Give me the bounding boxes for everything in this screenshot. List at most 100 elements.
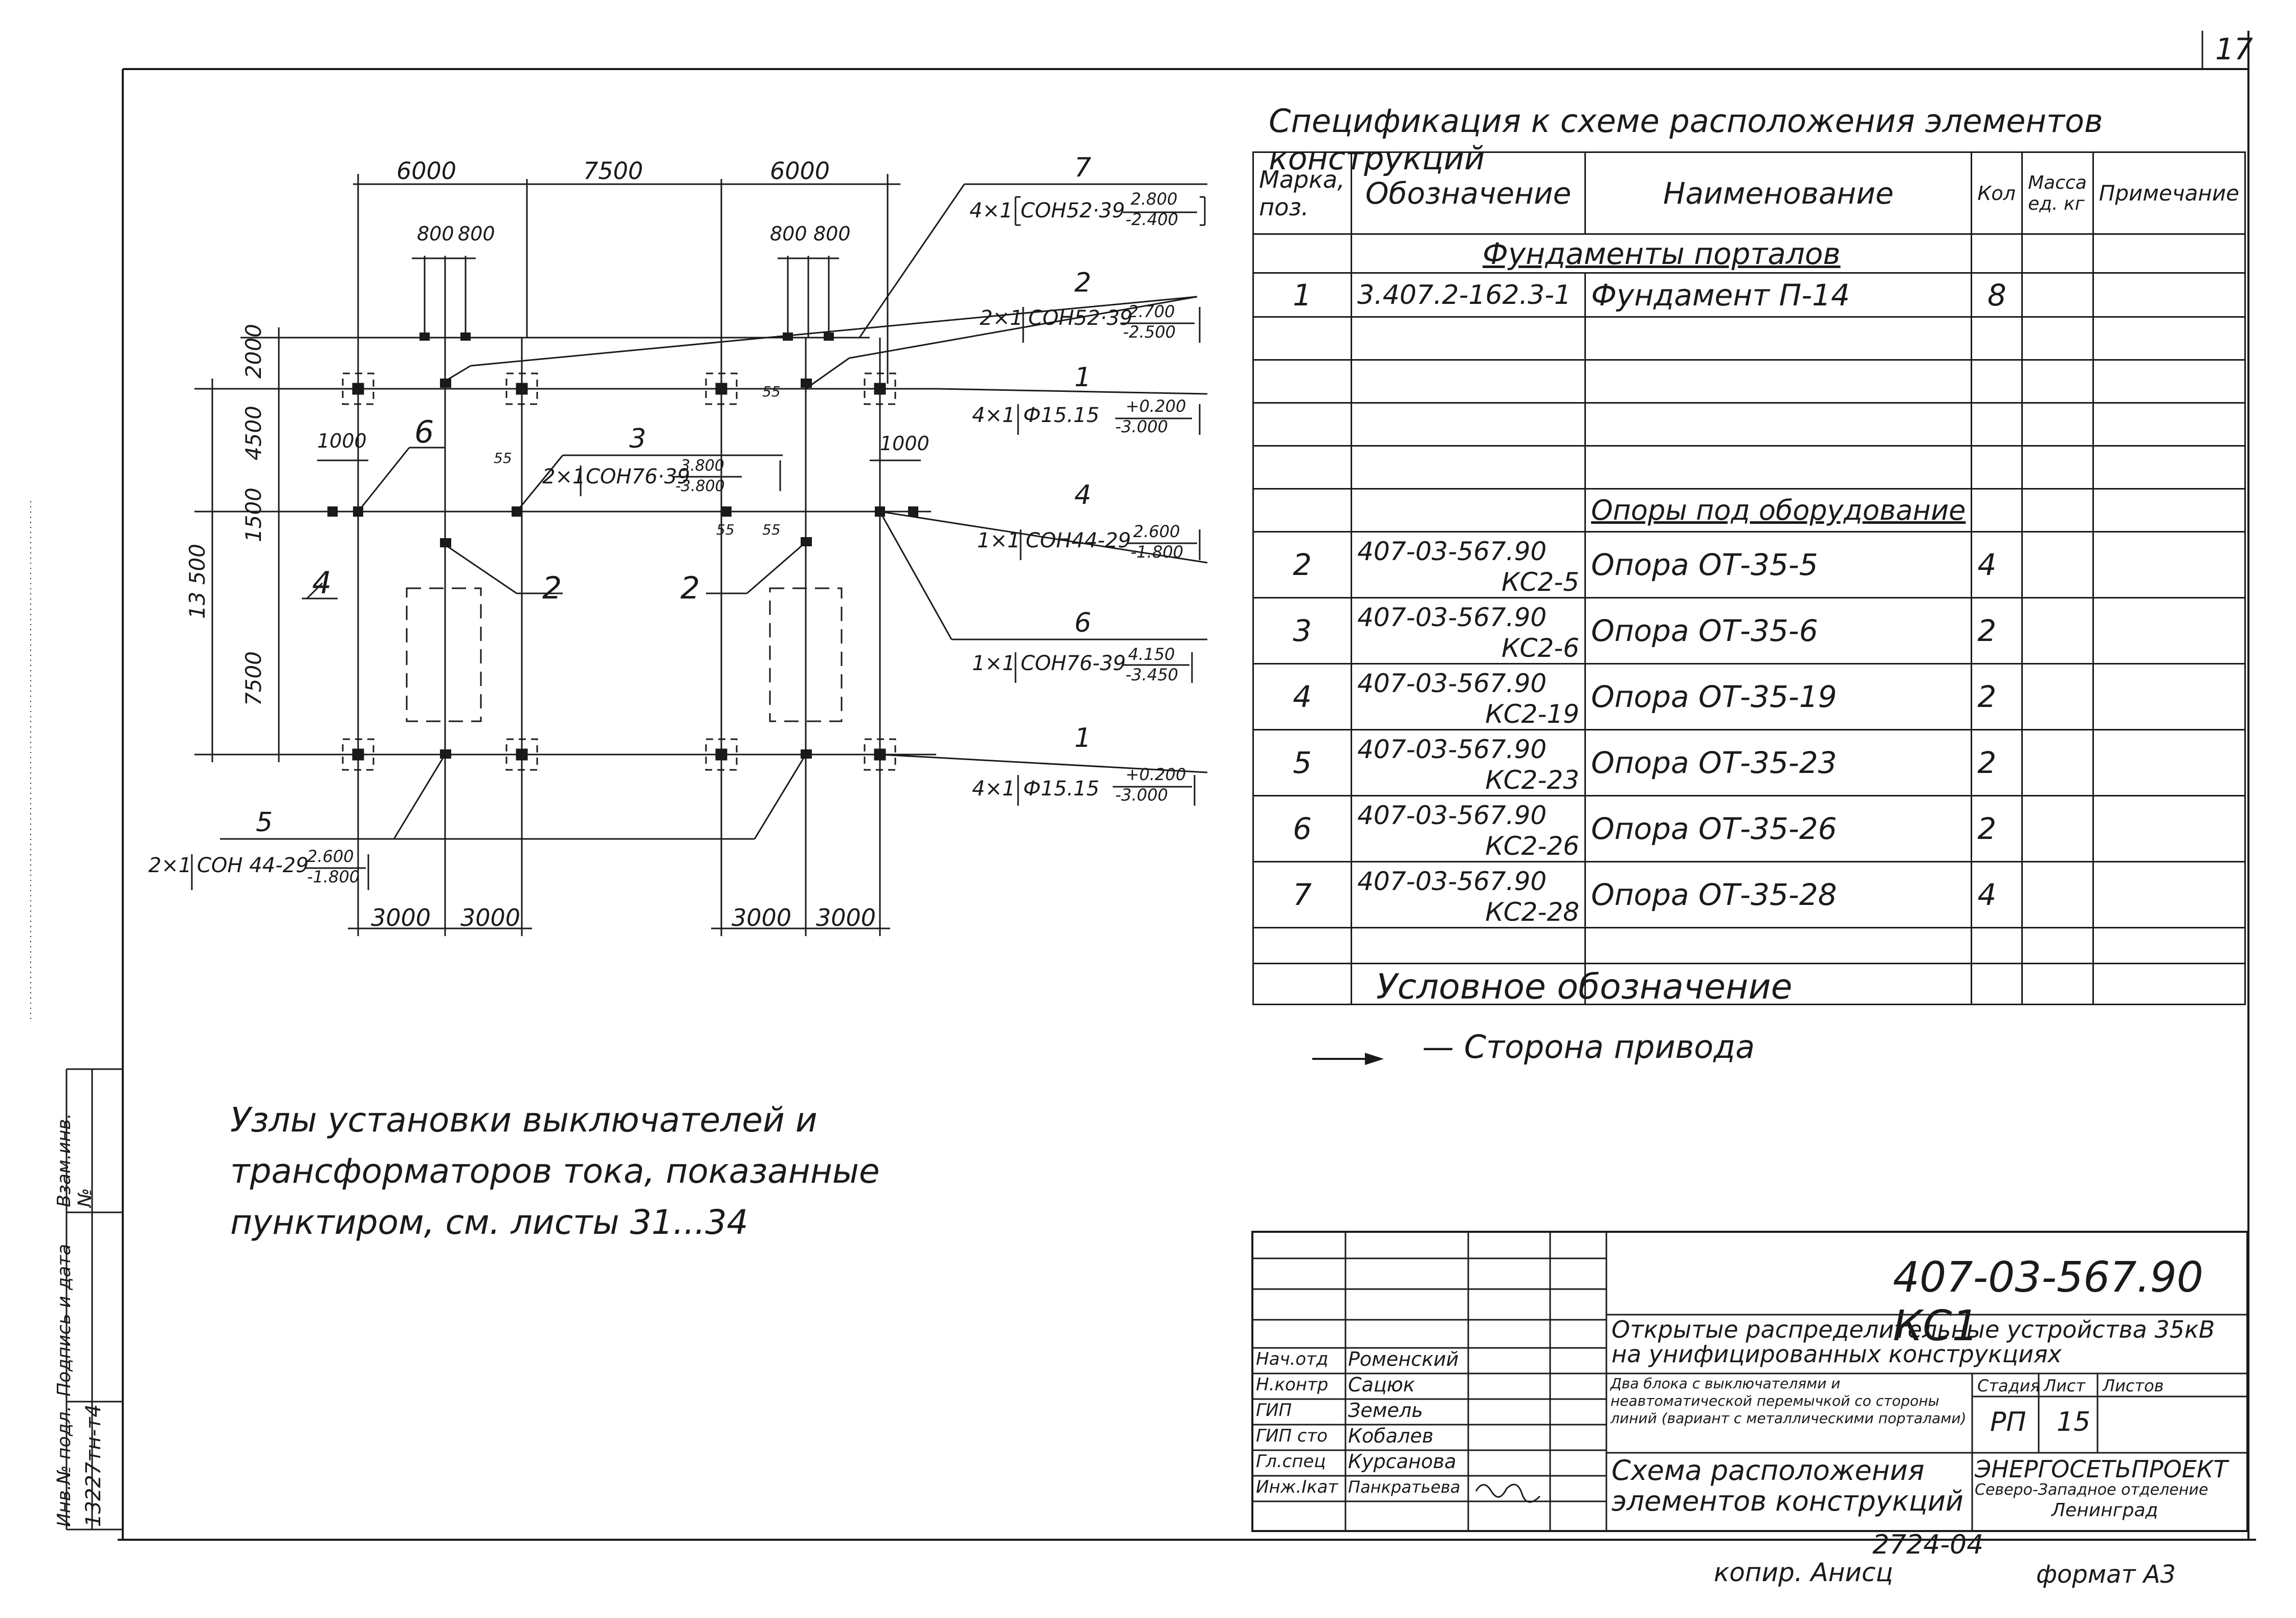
callout-name: Ф15.15 — [1023, 404, 1099, 427]
dim-left: 7500 — [241, 651, 266, 706]
support-marker — [801, 379, 812, 388]
cell: 3.407.2-162.3-1 — [1351, 272, 1586, 318]
callout-bot: -3.000 — [1115, 785, 1168, 805]
dim-bottom: 3000 — [732, 904, 791, 932]
callout-bot: -2.500 — [1123, 322, 1176, 342]
stamp-roles: Нач.отд Н.контр ГИП ГИП сто Гл.спец Инж.… — [1256, 1346, 1338, 1500]
cell: 4 — [1971, 861, 2023, 928]
callout-number: 3 — [629, 424, 646, 454]
callout-qty: 2×1 — [542, 465, 585, 489]
organization-branch: Северо-Западное отделение — [1975, 1481, 2209, 1499]
callout-qty: 2×1 — [980, 306, 1023, 330]
side-stamp-value: 13227тн-т4 — [82, 1404, 105, 1527]
name: Земель — [1348, 1399, 1423, 1422]
callout-qty: 4×1 — [972, 404, 1015, 427]
drawing-title: Схема расположения элементов конструкций — [1611, 1454, 1964, 1517]
copied-by: копир. Анисц — [1714, 1558, 1893, 1587]
cell: Опора ОТ-35-6 — [1584, 597, 1973, 664]
callout-qty: 1×1 — [972, 652, 1015, 675]
role: Гл.спец — [1256, 1451, 1326, 1472]
dim-left: 2000 — [241, 324, 266, 379]
cell: 7 — [1252, 861, 1353, 928]
cell: 6 — [1252, 795, 1353, 862]
spec-table: Марка, поз. Обозначение Наименование Кол… — [1252, 151, 2246, 1005]
callout-top: 2.800 — [1131, 189, 1178, 209]
callout-name: Ф15.15 — [1023, 777, 1099, 801]
side-stamp-label: Инв.№ подл. — [54, 1406, 75, 1527]
callout-name: СОН52·39 — [1021, 199, 1125, 223]
callout-number: 4 — [1074, 480, 1091, 511]
dim-bottom: 3000 — [460, 904, 520, 932]
name: Роменский — [1348, 1348, 1459, 1370]
callout-number: 1 — [1074, 362, 1091, 393]
dim-800: 800 — [770, 223, 807, 245]
cell: Опора ОТ-35-23 — [1584, 729, 1973, 796]
cell: 3 — [1252, 597, 1353, 664]
name: Курсанова — [1348, 1450, 1456, 1473]
cell: 2 — [1971, 663, 2023, 730]
dim-1000: 1000 — [317, 430, 367, 452]
callout-number: 2 — [1074, 268, 1091, 298]
dim-800: 800 — [458, 223, 495, 245]
cell: Опора ОТ-35-19 — [1584, 663, 1973, 730]
foundation-marker — [505, 372, 538, 405]
dim-800: 800 — [813, 223, 851, 245]
sheet-value: 15 — [2057, 1407, 2091, 1437]
support-marker — [440, 379, 451, 388]
support-marker — [908, 506, 918, 517]
foundation-marker — [342, 372, 374, 405]
callout-number: 6 — [1074, 608, 1091, 638]
support-marker — [327, 506, 338, 517]
role: ГИП сто — [1256, 1426, 1328, 1446]
callout-qty: 2×1 — [148, 854, 191, 877]
legend-title: Условное обозначение — [1376, 967, 1793, 1007]
dim-55: 55 — [716, 521, 735, 538]
foundation-marker — [342, 738, 374, 771]
cell: Опора ОТ-35-5 — [1584, 531, 1973, 599]
dim-left: 4500 — [241, 406, 266, 460]
block-description: Два блока с выключателями и неавтоматиче… — [1610, 1375, 1967, 1427]
callout-top: 2.600 — [1133, 522, 1180, 541]
name: Кобалев — [1348, 1425, 1434, 1447]
cell: 5 — [1252, 729, 1353, 796]
callout-bot: -3.450 — [1125, 665, 1178, 684]
note-line: пунктиром, см. листы 31...34 — [230, 1203, 748, 1242]
callout-bot: -3.800 — [675, 477, 725, 495]
drive-side-arrow-icon — [1312, 1053, 1384, 1065]
foundation-marker — [864, 738, 896, 771]
callout-name: СОН76-39 — [1021, 652, 1126, 675]
cell: 4 — [1252, 663, 1353, 730]
support-marker — [875, 506, 885, 517]
side-stamp-label: Взам.инв.№ — [54, 1113, 96, 1207]
dim-bottom: 3000 — [816, 904, 876, 932]
side-stamp-label: Подпись и дата — [54, 1244, 75, 1397]
support-marker — [721, 506, 732, 517]
cell: 2 — [1971, 729, 2023, 796]
callout-qty: 4×1 — [969, 199, 1012, 223]
dim-top: 7500 — [583, 157, 643, 185]
support-marker — [824, 333, 834, 341]
cell: Опора ОТ-35-28 — [1584, 861, 1973, 928]
role: Нач.отд — [1256, 1349, 1329, 1369]
callout-number: 1 — [1074, 723, 1091, 753]
section-label: Фундаменты порталов — [1351, 233, 1973, 274]
callout-number: 7 — [1074, 152, 1091, 183]
dim-800: 800 — [417, 223, 454, 245]
support-marker — [440, 538, 451, 547]
header-cell: Масса ед. кг — [2021, 151, 2094, 235]
callout-qty: 4×1 — [972, 777, 1015, 801]
foundation-marker — [505, 738, 538, 771]
name: Панкратьева — [1348, 1477, 1461, 1497]
archive-number: 2724-04 — [1872, 1530, 1984, 1560]
title-block — [1251, 1231, 2248, 1532]
